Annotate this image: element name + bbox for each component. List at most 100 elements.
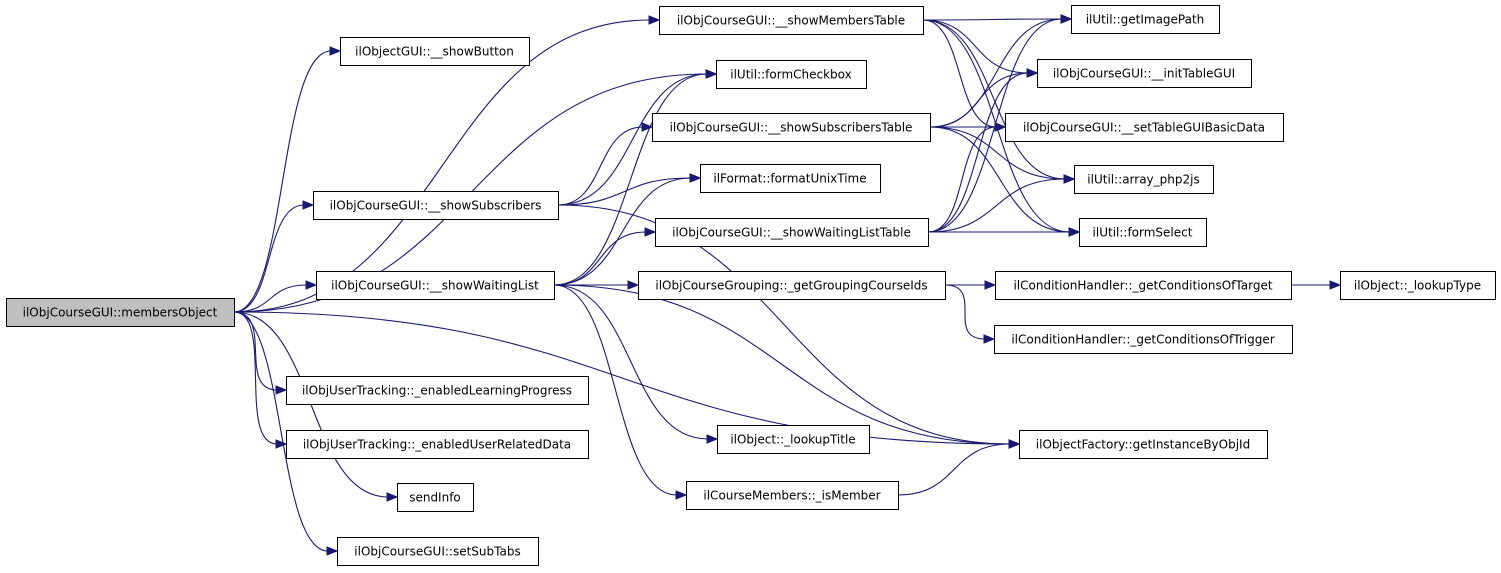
node-showWaitingListTable[interactable]: ilObjCourseGUI::__showWaitingListTable <box>655 218 929 247</box>
edge-line <box>557 204 1011 445</box>
node-label: ilObject::_lookupTitle <box>730 433 855 447</box>
node-box <box>717 425 870 454</box>
arrowhead-icon <box>275 385 288 395</box>
edge-showWaitingList-to-formatUnixTime <box>553 173 702 286</box>
node-enabledLearningProgress[interactable]: ilObjUserTracking::_enabledLearningProgr… <box>286 376 589 405</box>
node-box <box>655 218 929 247</box>
arrowhead-icon <box>675 490 688 500</box>
node-formSelect[interactable]: ilUtil::formSelect <box>1079 218 1207 247</box>
node-sendInfo[interactable]: sendInfo <box>397 483 474 512</box>
node-getInstanceByObjId[interactable]: ilObjectFactory::getInstanceByObjId <box>1019 430 1268 459</box>
arrowhead-icon <box>994 122 1007 132</box>
edge-line <box>557 177 692 206</box>
node-box <box>995 271 1292 300</box>
edge-line <box>922 19 1066 180</box>
edge-getGroupingCourseIds-to-getConditionsOfTarget <box>945 280 997 290</box>
node-label: ilObjCourseGUI::__setTableGUIBasicData <box>1023 121 1265 135</box>
arrowhead-icon <box>627 280 640 290</box>
node-box <box>994 325 1293 354</box>
node-box <box>652 113 931 142</box>
edge-line <box>922 19 1029 74</box>
node-enabledUserRelatedData[interactable]: ilObjUserTracking::_enabledUserRelatedDa… <box>286 430 589 459</box>
node-label: ilObjUserTracking::_enabledUserRelatedDa… <box>303 438 571 452</box>
edge-line <box>897 443 1011 496</box>
node-getConditionsOfTrigger[interactable]: ilConditionHandler::_getConditionsOfTrig… <box>994 325 1293 354</box>
edge-showSubscribersTable-to-formSelect <box>929 126 1081 237</box>
node-box <box>340 37 530 66</box>
arrowhead-icon <box>983 334 996 344</box>
arrowhead-icon <box>1068 227 1081 237</box>
edge-getGroupingCourseIds-to-getConditionsOfTrigger <box>944 284 996 344</box>
edge-line <box>233 204 305 313</box>
arrowhead-icon <box>689 173 702 183</box>
node-getConditionsOfTarget[interactable]: ilConditionHandler::_getConditionsOfTarg… <box>995 271 1292 300</box>
node-label: ilConditionHandler::_getConditionsOfTarg… <box>1013 279 1272 293</box>
arrowhead-icon <box>1329 280 1342 290</box>
node-getGroupingCourseIds[interactable]: ilObjCourseGrouping::_getGroupingCourseI… <box>638 271 946 300</box>
node-label: ilObjCourseGUI::membersObject <box>23 306 218 320</box>
node-initTableGUI[interactable]: ilObjCourseGUI::__initTableGUI <box>1037 59 1252 88</box>
node-isMember[interactable]: ilCourseMembers::_isMember <box>686 481 899 510</box>
edge-membersObject-to-showWaitingList <box>233 280 318 313</box>
node-lookupTitle[interactable]: ilObject::_lookupTitle <box>717 425 870 454</box>
arrowhead-icon <box>705 69 718 79</box>
arrowhead-icon <box>1060 14 1073 24</box>
node-label: ilObjectGUI::__showButton <box>355 45 514 59</box>
node-box <box>337 537 539 566</box>
node-box <box>6 298 235 327</box>
edge-getConditionsOfTarget-to-lookupType <box>1291 280 1342 290</box>
edge-membersObject-to-enabledLearningProgress <box>233 311 288 395</box>
node-formatUnixTime[interactable]: ilFormat::formatUnixTime <box>700 164 881 193</box>
edge-line <box>553 284 1011 445</box>
edge-line <box>553 177 692 286</box>
arrowhead-icon <box>386 492 399 502</box>
edge-isMember-to-getInstanceByObjId <box>897 439 1021 496</box>
node-lookupType[interactable]: ilObject::_lookupType <box>1340 271 1496 300</box>
node-box <box>316 271 555 300</box>
arrowhead-icon <box>1026 68 1039 78</box>
node-label: ilObjUserTracking::_enabledLearningProgr… <box>302 384 572 398</box>
edge-showWaitingListTable-to-formSelect <box>927 227 1081 237</box>
edge-line <box>233 311 329 552</box>
node-box <box>1037 59 1252 88</box>
edge-showWaitingList-to-showWaitingListTable <box>553 227 657 286</box>
edge-line <box>557 126 644 206</box>
node-label: ilObjCourseGrouping::_getGroupingCourseI… <box>655 279 927 293</box>
node-label: ilObjectFactory::getInstanceByObjId <box>1036 438 1250 452</box>
arrowhead-icon <box>1063 174 1076 184</box>
edge-showMembersTable-to-array_php2js <box>922 19 1076 184</box>
node-membersObject[interactable]: ilObjCourseGUI::membersObject <box>6 298 235 327</box>
arrowhead-icon <box>706 434 719 444</box>
edge-line <box>553 284 709 440</box>
node-label: ilObjCourseGUI::__showMembersTable <box>677 14 905 28</box>
edge-membersObject-to-showButton <box>233 46 342 313</box>
edge-line <box>929 126 1066 180</box>
node-formCheckbox[interactable]: ilUtil::formCheckbox <box>716 60 867 89</box>
node-setTableGUIBasicData[interactable]: ilObjCourseGUI::__setTableGUIBasicData <box>1005 113 1284 142</box>
node-showWaitingList[interactable]: ilObjCourseGUI::__showWaitingList <box>316 271 555 300</box>
edge-line <box>233 311 278 445</box>
edge-showWaitingList-to-lookupTitle <box>553 284 719 444</box>
node-showSubscribersTable[interactable]: ilObjCourseGUI::__showSubscribersTable <box>652 113 931 142</box>
node-box <box>286 430 589 459</box>
arrowhead-icon <box>329 46 342 56</box>
node-box <box>700 164 881 193</box>
node-array_php2js[interactable]: ilUtil::array_php2js <box>1074 165 1214 194</box>
edge-line <box>233 50 332 313</box>
edge-showWaitingList-to-getInstanceByObjId <box>553 284 1021 449</box>
node-label: ilCourseMembers::_isMember <box>703 489 880 503</box>
node-showSubscribers[interactable]: ilObjCourseGUI::__showSubscribers <box>313 191 559 220</box>
node-label: ilFormat::formatUnixTime <box>713 172 866 186</box>
node-showButton[interactable]: ilObjectGUI::__showButton <box>340 37 530 66</box>
node-box <box>659 6 924 35</box>
node-box <box>313 191 559 220</box>
node-label: ilObjCourseGUI::setSubTabs <box>354 545 520 559</box>
node-showMembersTable[interactable]: ilObjCourseGUI::__showMembersTable <box>659 6 924 35</box>
edge-showSubscribers-to-showSubscribersTable <box>557 122 654 206</box>
arrowhead-icon <box>275 439 288 449</box>
node-label: ilConditionHandler::_getConditionsOfTrig… <box>1011 333 1274 347</box>
node-getImagePath[interactable]: ilUtil::getImagePath <box>1071 5 1220 34</box>
edge-showWaitingListTable-to-array_php2js <box>927 174 1076 233</box>
node-setSubTabs[interactable]: ilObjCourseGUI::setSubTabs <box>337 537 539 566</box>
